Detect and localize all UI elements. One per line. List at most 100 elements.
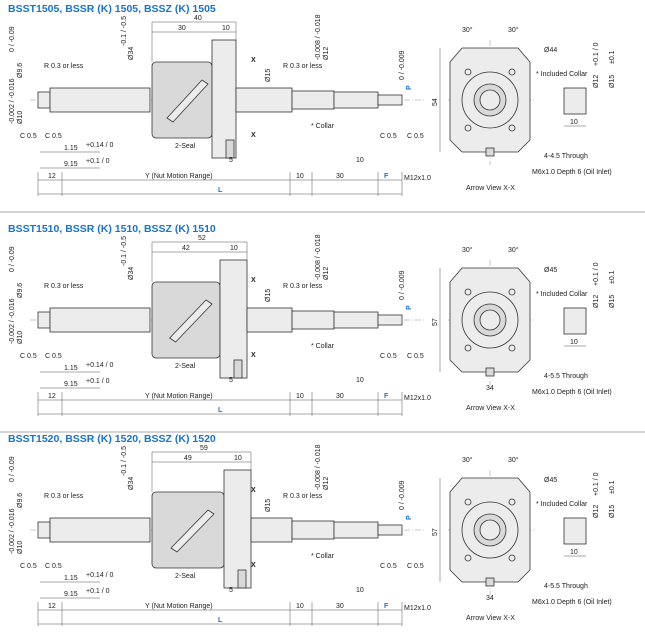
thread-journal [333,521,379,539]
mounting-hole [508,68,516,76]
thread-spec: M12x1.0 [404,605,431,612]
chamfer-left-b: C 0.5 [45,353,62,360]
collar-d1: Ø12 [593,75,600,88]
dim-10b: 10 [356,377,364,384]
dia-end-left2: Ø10 [17,111,24,124]
collar-journal [291,520,335,540]
return-tube [170,509,215,553]
shaft-end-step [37,91,51,109]
nut-flange [211,39,237,159]
radius-left: R 0.3 or less [44,283,84,290]
nut-bore [479,309,501,331]
dim-12: 12 [48,173,56,180]
dia-shaft: Ø12 [323,267,330,280]
x-marker-top: X [251,487,256,494]
flange-pitch-circle [461,501,519,559]
len-9-15: 9.15 [64,591,78,598]
oil-inlet-view [485,367,495,377]
dim-total-width: 59 [200,445,208,452]
included-collar-label: * Included Collar [536,71,588,78]
collar-part [563,307,587,335]
angle-left: 30° [462,456,473,464]
dim-10b: 10 [356,587,364,594]
dia-collar: Ø15 [265,289,272,302]
dim-flange-offset: 49 [184,455,192,462]
mounting-hole [508,498,516,506]
mounting-hole [464,554,472,562]
mounting-hole [508,124,516,132]
radius-right: R 0.3 or less [283,63,323,70]
screw-shaft-right [246,307,293,333]
dia-shaft-tol: -0.008 / -0.018 [315,444,322,490]
dia-nut-tol: -0.1 / -0.5 [121,16,128,46]
thread-spec: M12x1.0 [404,395,431,402]
collar-part [563,87,587,115]
chamfer-left-b: C 0.5 [45,563,62,570]
collar-d1: Ø12 [593,505,600,518]
len-1-15: 1.15 [64,145,78,152]
dim-30: 30 [336,603,344,610]
len-1-15-tol: +0.14 / 0 [86,572,114,579]
seal-label: 2-Seal [175,363,196,370]
dim-5: 5 [229,157,233,164]
dim-f: F [384,603,389,610]
nut-flange [223,469,252,589]
through-holes: 4-5.5 Through [544,373,588,380]
dia-end-left: Ø9.6 [17,493,24,508]
collar-journal [291,90,335,110]
dim-l: L [218,617,223,624]
dia-shaft: Ø12 [323,47,330,60]
oil-inlet [233,359,243,379]
dim-12: 12 [48,393,56,400]
collar-length: 10 [570,119,578,126]
shaft-end-step [37,311,51,329]
ballscrew-section: BSST1520, BSSR (K) 1520, BSSZ (K) 152059… [8,433,616,626]
screw-shaft-left [49,87,151,113]
dia-end-left-tol: 0 / -0.09 [9,246,16,272]
dia-nut-tol: -0.1 / -0.5 [121,236,128,266]
dim-10a: 10 [296,393,304,400]
dim-flange-offset: 30 [178,25,186,32]
ball-nut [151,281,221,359]
dia-p-tol: 0 / -0.009 [399,270,406,300]
dia-nut: Ø34 [128,477,135,490]
chamfer-right-a: C 0.5 [380,353,397,360]
radius-left: R 0.3 or less [44,63,84,70]
chamfer-right-b: C 0.5 [407,563,424,570]
dia-nut: Ø34 [128,267,135,280]
collar-d1-tol: +0.1 / 0 [593,472,600,496]
ball-nut [151,61,213,139]
oil-inlet [225,139,235,159]
len-9-15: 9.15 [64,381,78,388]
seal-label: 2-Seal [175,573,196,580]
chamfer-right-b: C 0.5 [407,133,424,140]
dia-end-left2-tol: -0.002 / -0.016 [9,298,16,344]
dia-p: P [406,515,413,520]
return-tube [169,299,213,343]
dia-shaft-tol: -0.008 / -0.018 [315,234,322,280]
collar-d1-tol: +0.1 / 0 [593,42,600,66]
dim-30: 30 [336,173,344,180]
x-marker-bottom: X [251,562,256,569]
dia-end-left2-tol: -0.002 / -0.016 [9,508,16,554]
thread-journal [333,311,379,329]
dim-flange-offset: 42 [182,245,190,252]
collar-d1: Ø12 [593,295,600,308]
len-1-15-tol: +0.14 / 0 [86,362,114,369]
ballscrew-section: BSST1510, BSSR (K) 1510, BSSZ (K) 151052… [0,223,645,433]
dim-total-width: 52 [198,235,206,242]
nut-flange [219,259,248,379]
section-title: BSST1510, BSSR (K) 1510, BSSZ (K) 1510 [8,223,216,235]
mounting-hole [464,498,472,506]
dim-l: L [218,187,223,194]
collar-length: 10 [570,549,578,556]
collar-length: 10 [570,339,578,346]
collar-d2-tol: ±0.1 [609,50,616,64]
included-collar-label: * Included Collar [536,291,588,298]
shaft-end-step [37,521,51,539]
collar-label: * Collar [311,553,335,560]
mounting-hole [464,68,472,76]
dia-collar: Ø15 [265,499,272,512]
dim-flange-thickness: 10 [230,245,238,252]
flange-height: 57 [432,318,439,326]
